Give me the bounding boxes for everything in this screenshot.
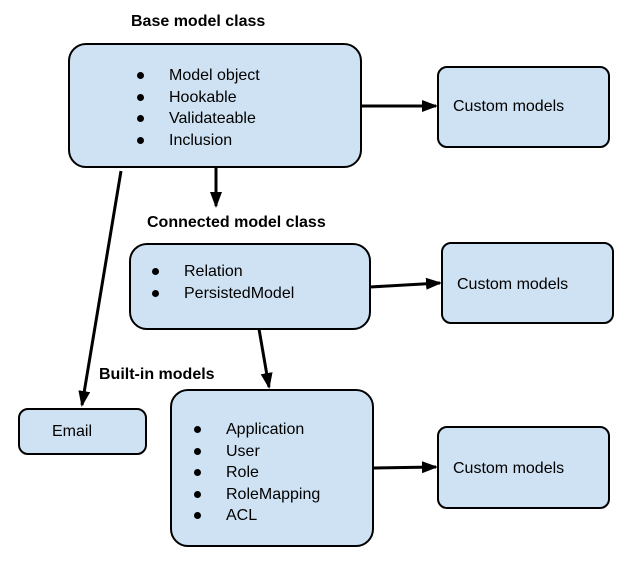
list-item: PersistedModel: [152, 283, 294, 305]
custom-models-label: Custom models: [457, 276, 569, 293]
bullet-icon: [137, 115, 144, 122]
connected-model-heading: Connected model class: [147, 214, 326, 231]
list-item: Relation: [152, 261, 294, 283]
custom-models-box: Custom models: [437, 66, 610, 148]
email-label: Email: [52, 423, 93, 440]
bullet-icon: [137, 72, 144, 79]
bullet-icon: [194, 426, 201, 433]
custom-models-label: Custom models: [453, 98, 565, 115]
list-item: User: [194, 441, 320, 463]
list-item: ACL: [194, 505, 320, 527]
list-item: Model object: [137, 65, 260, 87]
base-model-list: Model object Hookable Validateable Inclu…: [137, 65, 260, 151]
connected-model-list: Relation PersistedModel: [152, 261, 294, 304]
bullet-icon: [194, 512, 201, 519]
connected-model-box: Relation PersistedModel: [129, 243, 371, 330]
bullet-icon: [152, 268, 159, 275]
list-item: Inclusion: [137, 130, 260, 152]
arrow-base-to-email: [78, 170, 123, 407]
bullet-icon: [137, 136, 144, 144]
arrow-connected-to-custom: [369, 277, 442, 290]
bullet-icon: [194, 490, 201, 498]
custom-models-box: Custom models: [437, 426, 610, 509]
base-model-heading: Base model class: [131, 13, 266, 30]
builtin-models-box: Application User Role RoleMapping ACL: [170, 389, 374, 547]
list-item: Application: [194, 419, 320, 441]
builtin-models-list: Application User Role RoleMapping ACL: [194, 419, 320, 527]
arrow-connected-to-builtin: [257, 328, 273, 389]
bullet-icon: [194, 469, 201, 476]
bullet-icon: [194, 447, 201, 455]
builtin-models-heading: Built-in models: [99, 366, 215, 383]
arrow-builtin-to-custom: [373, 461, 438, 474]
custom-models-box: Custom models: [441, 242, 614, 324]
email-box: Email: [18, 408, 147, 455]
bullet-icon: [152, 289, 159, 297]
list-item: Validateable: [137, 108, 260, 130]
list-item: Role: [194, 462, 320, 484]
custom-models-label: Custom models: [453, 460, 565, 477]
list-item: Hookable: [137, 87, 260, 109]
base-model-box: Model object Hookable Validateable Inclu…: [68, 43, 362, 168]
bullet-icon: [137, 93, 144, 101]
list-item: RoleMapping: [194, 484, 320, 506]
